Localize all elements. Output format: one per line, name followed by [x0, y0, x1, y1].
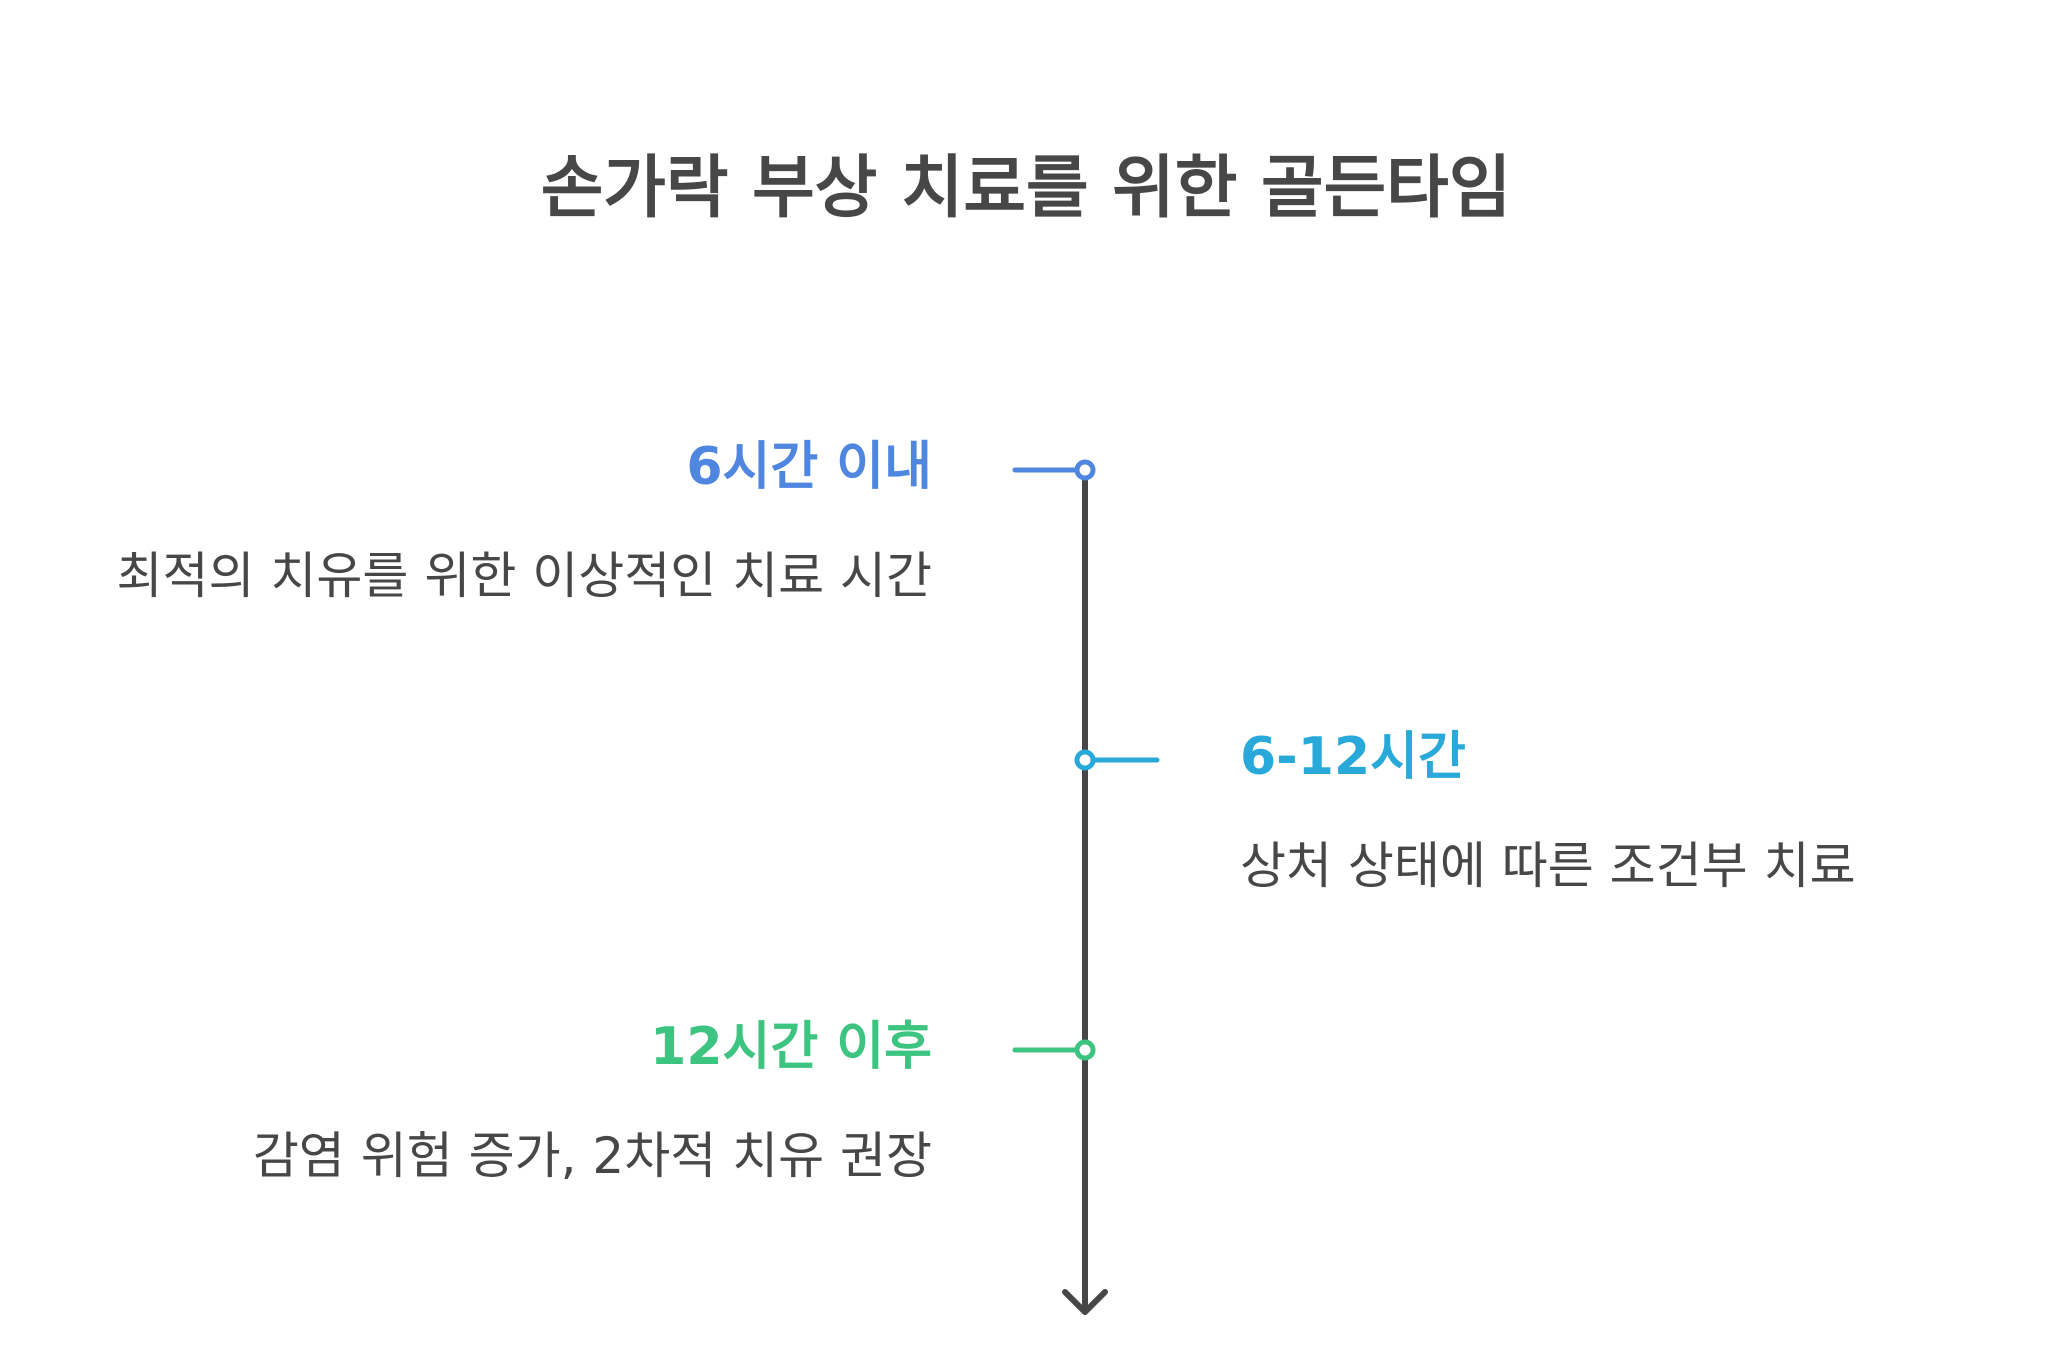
stage-2-marker [1074, 749, 1096, 771]
stage-1-label: 6시간 이내 [686, 437, 932, 497]
stage-2-description: 상처 상태에 따른 조건부 치료 [1240, 837, 1856, 895]
stage-3-description: 감염 위험 증가, 2차적 치유 권장 [252, 1127, 932, 1185]
stage-1-marker [1074, 459, 1096, 481]
timeline-arrowhead [1062, 1289, 1108, 1315]
stage-3-marker [1074, 1039, 1096, 1061]
stage-3-label: 12시간 이후 [650, 1017, 932, 1077]
diagram-title: 손가락 부상 치료를 위한 골든타임 [540, 149, 1512, 228]
stage-2-label: 6-12시간 [1240, 727, 1466, 787]
stage-1-description: 최적의 치유를 위한 이상적인 치료 시간 [116, 547, 932, 605]
